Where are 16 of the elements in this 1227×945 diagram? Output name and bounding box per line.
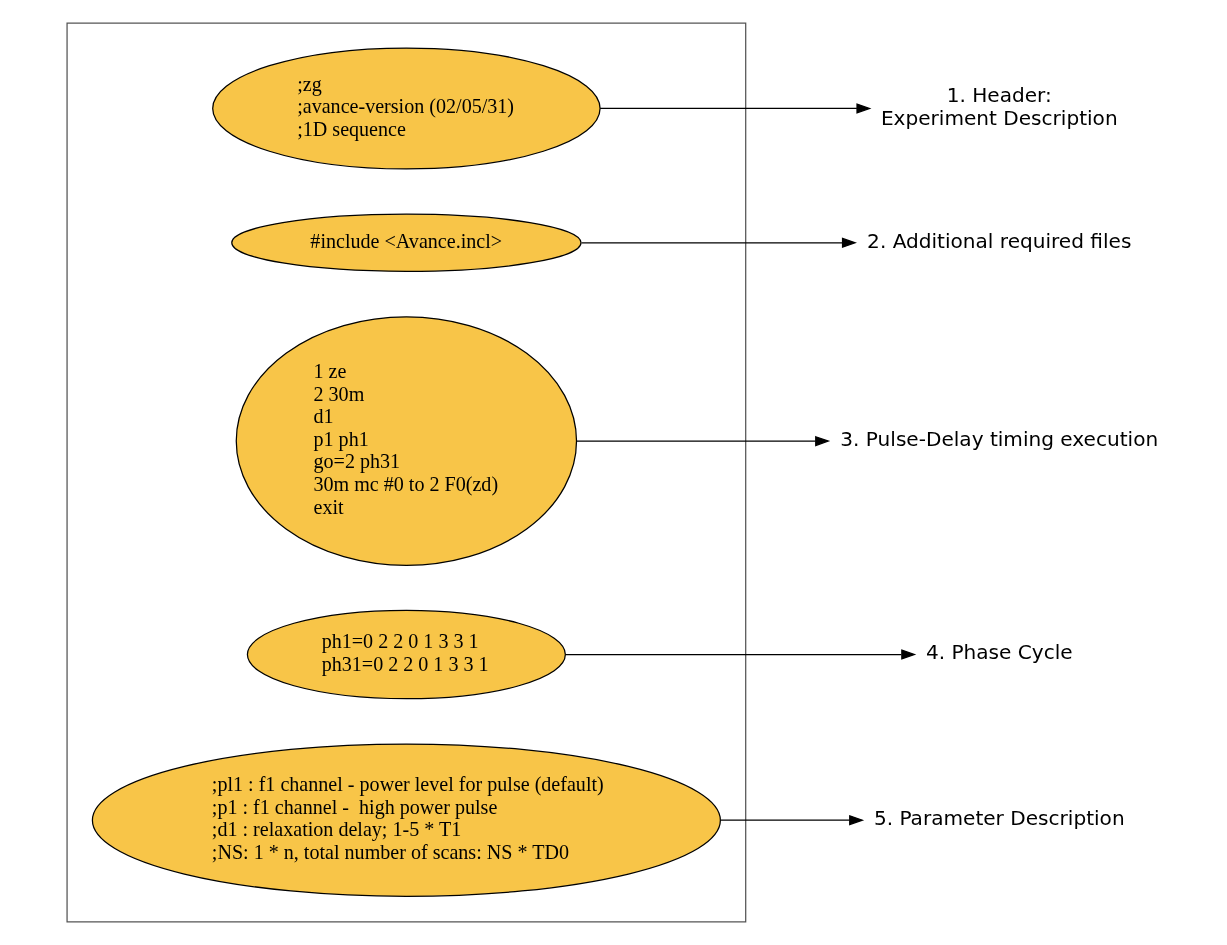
cluster xyxy=(66,22,747,923)
arrow xyxy=(564,649,917,660)
node-ellipse: 1 ze 2 30m d1 p1 ph1 go=2 ph31 30m mc #0 to 2 F0(zd) exit xyxy=(235,316,578,566)
node-text: 4. Phase Cycle xyxy=(925,640,1073,665)
arrow xyxy=(720,814,865,826)
node-ellipse: ;zg ;avance-version (02/05/31) ;1D sequence xyxy=(212,47,601,170)
arrow xyxy=(599,103,872,114)
node-text: 3. Pulse-Delay timing execution xyxy=(840,426,1159,451)
node-text: 1. Header: Experiment Description xyxy=(880,82,1118,130)
node-text: 5. Parameter Description xyxy=(873,805,1125,830)
arrow xyxy=(580,237,857,249)
node-ellipse: ph1=0 2 2 0 1 3 3 1 ph31=0 2 2 0 1 3 3 1 xyxy=(246,609,566,700)
arrow xyxy=(576,435,831,447)
node-ellipse: #include <Avance.incl> xyxy=(231,213,582,272)
node-ellipse: ;pl1 : f1 channel - power level for pulse (default) ;p1 : f1 channel - high power pulse ;d1 : relaxation delay; 1-5 * T1 ;NS: 1 * n, total number of scans: NS * TD0 xyxy=(91,743,721,897)
node-text: 2. Additional required files xyxy=(867,228,1132,253)
